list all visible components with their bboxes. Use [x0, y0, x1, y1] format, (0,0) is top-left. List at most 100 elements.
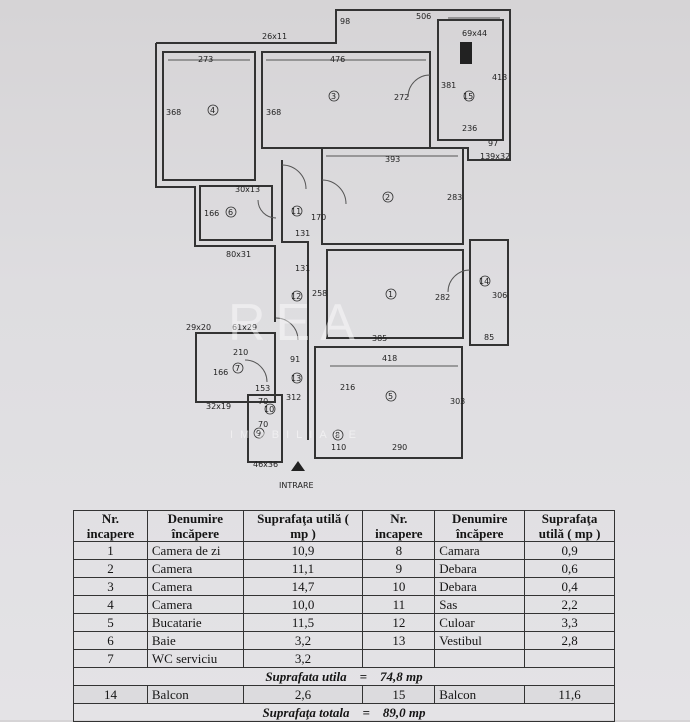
wall-corridor	[281, 160, 309, 440]
areas-table-wrap: Nr. incapere Denumire încăpere Suprafaţa…	[73, 510, 615, 722]
col-header: Nr. incapere	[73, 510, 148, 542]
table-cell: 11,5	[242, 613, 364, 632]
table-cell: Sas	[434, 595, 526, 614]
dim-label: 61x29	[232, 323, 257, 332]
dim-label: 273	[198, 55, 213, 64]
wall-room6	[199, 185, 273, 241]
table-cell: 2,6	[242, 685, 364, 704]
room-number: 11	[291, 207, 301, 216]
useful-area-cell: Suprafata utila = 74,8 mp	[73, 667, 615, 686]
entrance-arrow-icon	[291, 461, 305, 471]
useful-area-label: Suprafata utila	[265, 669, 347, 684]
dim-label: 282	[435, 293, 450, 302]
door-arc-2	[321, 179, 347, 205]
table-cell: 10	[362, 577, 436, 596]
wall-room15	[437, 19, 504, 141]
table-cell: 4	[73, 595, 148, 614]
dim-label: 85	[484, 333, 494, 342]
door-arc-14	[447, 269, 471, 293]
dim-label: 506	[416, 12, 431, 21]
dim-label: 80x31	[226, 250, 251, 259]
table-header-row: Nr. incapere Denumire încăpere Suprafaţa…	[73, 510, 615, 542]
dim-label: 131	[295, 264, 310, 273]
outer-wall	[156, 9, 511, 161]
wall-room5	[314, 346, 463, 459]
table-cell: 11,1	[242, 559, 364, 578]
useful-area-eq: =	[359, 669, 368, 684]
dim-label: 70	[258, 420, 268, 429]
room-number: 5	[388, 392, 393, 401]
table-cell: 2	[73, 559, 148, 578]
table-cell: WC serviciu	[146, 649, 244, 668]
room-number: 8	[335, 431, 340, 440]
table-cell: 9	[362, 559, 436, 578]
table-cell: Camera	[146, 577, 244, 596]
dim-label: 29x20	[186, 323, 211, 332]
door-arc-6	[257, 199, 277, 219]
total-area-eq: =	[362, 705, 370, 720]
table-cell: 6	[73, 631, 148, 650]
dim-label: 413	[492, 73, 507, 82]
col-header: Denumire încăpere	[434, 510, 526, 542]
wall-room7	[195, 332, 276, 403]
dim-label: 368	[166, 108, 181, 117]
table-cell: 0,4	[524, 577, 615, 596]
dim-label: 153	[255, 384, 270, 393]
table-cell: 10,0	[242, 595, 364, 614]
room-number: 1	[388, 290, 393, 299]
entrance-label: INTRARE	[279, 481, 314, 490]
dim-label: 216	[340, 383, 355, 392]
table-cell: Bucatarie	[146, 613, 244, 632]
dim-label: 166	[213, 368, 228, 377]
col-header: Denumire încăpere	[146, 510, 244, 542]
room-number: 10	[264, 405, 274, 414]
dim-label: 236	[462, 124, 477, 133]
table-cell: 10,9	[242, 541, 364, 560]
dim-label: 30x13	[235, 185, 260, 194]
door-arc-11	[281, 164, 307, 190]
dim-label: 385	[372, 334, 387, 343]
useful-area-unit: mp	[406, 669, 423, 684]
dim-label: 97	[488, 139, 498, 148]
table-cell: 3,3	[524, 613, 615, 632]
table-cell: 14	[73, 685, 148, 704]
dim-label: 283	[447, 193, 462, 202]
col-header: Suprafaţa utilă ( mp )	[242, 510, 364, 542]
table-cell: 13	[362, 631, 436, 650]
table-cell: 14,7	[242, 577, 364, 596]
table-cell	[434, 649, 526, 668]
watermark-sub: IMOBILIARE	[230, 429, 363, 441]
table-cell: 11,6	[524, 685, 615, 704]
dim-label: 170	[311, 213, 326, 222]
table-cell: 3	[73, 577, 148, 596]
total-area-value: 89,0 mp	[382, 705, 426, 720]
dim-label: 70	[258, 397, 268, 406]
dim-label: 258	[312, 289, 327, 298]
dim-label: 290	[392, 443, 407, 452]
total-area-label: Suprafaţa totala	[262, 705, 350, 720]
dim-label: 26x11	[262, 32, 287, 41]
room-number: 4	[210, 106, 215, 115]
dim-label: 131	[295, 229, 310, 238]
wall-left	[155, 43, 276, 322]
total-area-cell: Suprafaţa totala = 89,0 mp	[73, 703, 615, 722]
room-number: 13	[291, 374, 301, 383]
col-header: Suprafaţa utilă ( mp )	[524, 510, 615, 542]
table-cell: 15	[362, 685, 436, 704]
table-cell: Balcon	[146, 685, 244, 704]
table-cell: 11	[362, 595, 436, 614]
dim-label: 381	[441, 81, 456, 90]
table-cell: Debara	[434, 577, 526, 596]
dim-label: 69x44	[462, 29, 487, 38]
table-cell: Camara	[434, 541, 526, 560]
table-cell: Balcon	[434, 685, 526, 704]
table-cell: Camera de zi	[146, 541, 244, 560]
balcony-row: 14 Balcon 2,6 15 Balcon 11,6	[73, 685, 615, 704]
col-header: Nr. incapere	[362, 510, 436, 542]
